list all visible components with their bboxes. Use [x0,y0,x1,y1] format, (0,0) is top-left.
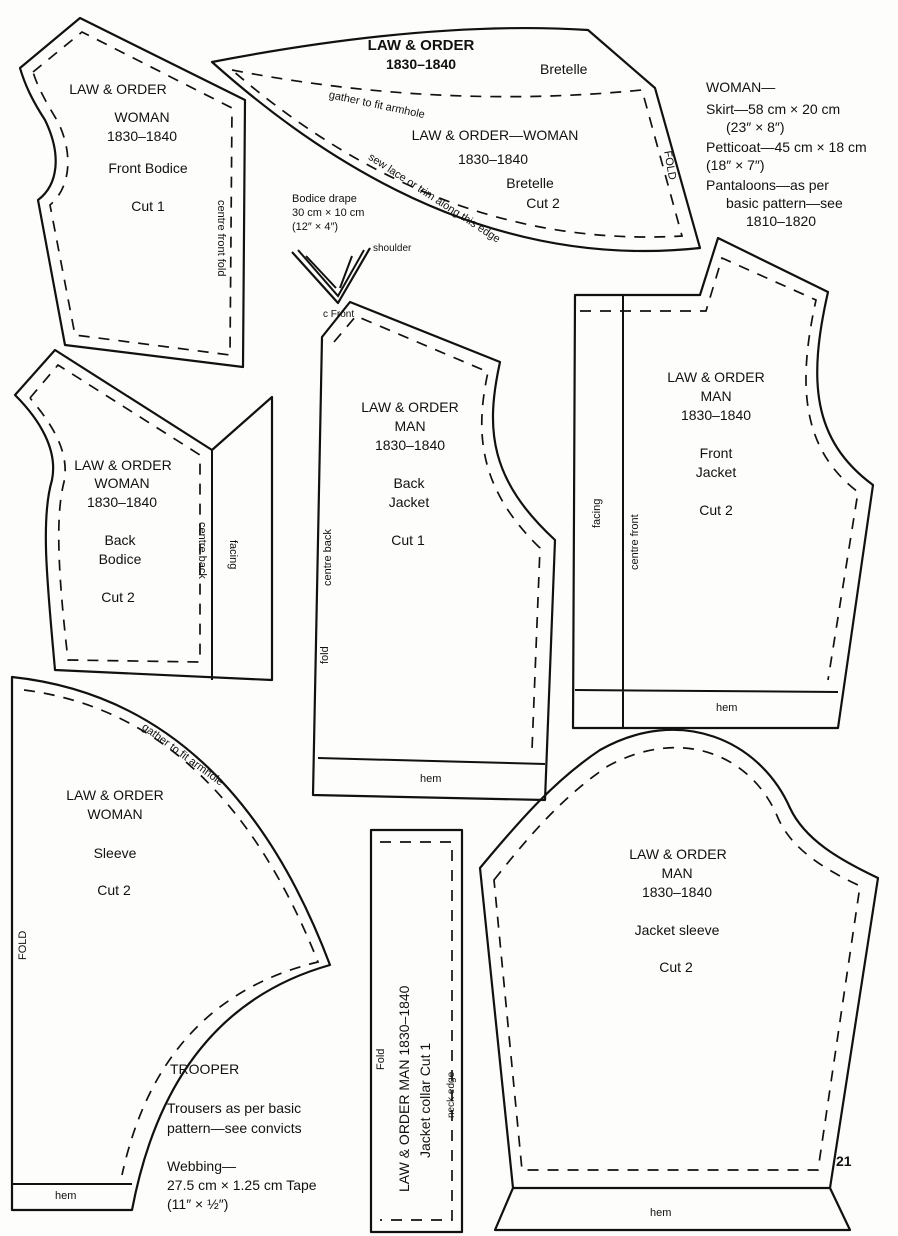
page-number: 21 [836,1153,852,1169]
skirt-size: Skirt—58 cm × 20 cm [706,101,841,117]
trooper-heading: TROOPER [170,1061,240,1077]
front-bodice-line1: LAW & ORDER [69,81,167,97]
page-title: LAW & ORDER [367,37,475,54]
bretelle-line2: 1830–1840 [457,151,529,167]
petticoat-size-in: (18″ × 7″) [706,157,765,173]
drape-shoulder: shoulder [373,243,412,254]
trooper-line4: 27.5 cm × 1.25 cm Tape [167,1177,317,1193]
jacket-sleeve-line4: Jacket sleeve [634,922,720,938]
front-jacket-facing: facing [591,498,603,528]
collar-line2: Jacket collar Cut 1 [417,1042,433,1158]
front-bodice-line3: 1830–1840 [106,128,178,144]
page-years: 1830–1840 [385,56,457,72]
bretelle-line4: Cut 2 [526,195,560,211]
sleeve-line2: WOMAN [87,806,143,822]
back-bodice-line1: LAW & ORDER [74,457,172,473]
drape-front: c Front [323,309,355,320]
jacket-sleeve-line5: Cut 2 [659,959,693,975]
bretelle-line3: Bretelle [506,175,554,191]
back-jacket-fold: fold [319,646,331,664]
jacket-sleeve-line2: MAN [661,865,693,881]
front-jacket-line1: LAW & ORDER [667,369,765,385]
back-jacket-line5: Jacket [388,494,430,510]
jacket-collar-piece [369,828,464,1234]
drape-line3: (12″ × 4″) [292,221,339,233]
drape-line2: 30 cm × 10 cm [292,207,365,219]
back-jacket-centre-back: centre back [322,529,334,586]
back-bodice-line2: WOMAN [94,475,150,491]
back-bodice-piece [13,348,274,682]
collar-line1: LAW & ORDER MAN 1830–1840 [396,985,412,1192]
pantaloons-note-2: basic pattern—see [726,195,843,211]
pantaloons-note: Pantaloons—as per [706,177,829,193]
bretelle-piece [210,26,702,253]
sleeve-line4: Cut 2 [97,882,131,898]
front-jacket-hem: hem [716,702,738,714]
front-jacket-line2: MAN [700,388,732,404]
bretelle-top-label: Bretelle [540,61,588,77]
back-bodice-line4: Back [104,532,136,548]
back-jacket-line1: LAW & ORDER [361,399,459,415]
front-bodice-line5: Cut 1 [131,198,165,214]
front-jacket-line3: 1830–1840 [680,407,752,423]
trooper-line3: Webbing— [167,1158,237,1174]
jacket-sleeve-piece [478,728,880,1232]
back-bodice-centre-back: centre back [196,522,208,579]
front-bodice-centre-fold: centre front fold [215,200,227,277]
sleeve-line1: LAW & ORDER [66,787,164,803]
front-bodice-line4: Front Bodice [108,160,188,176]
bodice-drape-piece [291,247,371,305]
back-jacket-line4: Back [393,475,425,491]
woman-heading: WOMAN— [706,79,776,95]
back-jacket-piece [311,300,557,802]
front-jacket-line5: Jacket [695,464,737,480]
bretelle-line1: LAW & ORDER—WOMAN [411,127,579,143]
front-jacket-piece [571,236,875,730]
back-bodice-line5: Bodice [98,551,142,567]
back-jacket-line6: Cut 1 [391,532,425,548]
sleeve-line3: Sleeve [93,845,137,861]
back-bodice-facing: facing [227,540,239,570]
jacket-sleeve-line1: LAW & ORDER [629,846,727,862]
front-jacket-line4: Front [699,445,733,461]
trooper-line2: pattern—see convicts [167,1120,302,1136]
jacket-sleeve-hem: hem [650,1207,672,1219]
collar-fold: Fold [375,1048,387,1070]
front-bodice-line2: WOMAN [114,109,170,125]
sleeve-hem: hem [55,1190,77,1202]
pantaloons-note-3: 1810–1820 [746,213,817,229]
back-jacket-line3: 1830–1840 [374,437,446,453]
petticoat-size: Petticoat—45 cm × 18 cm [706,139,867,155]
front-bodice-piece [18,16,247,369]
sleeve-fold: FOLD [17,930,29,960]
drape-line1: Bodice drape [292,193,357,205]
collar-neck-edge: neck edge [446,1071,457,1118]
back-jacket-hem: hem [420,773,442,785]
back-bodice-line6: Cut 2 [101,589,135,605]
back-jacket-line2: MAN [394,418,426,434]
woman-sleeve-piece [10,675,332,1212]
jacket-sleeve-line3: 1830–1840 [641,884,713,900]
trooper-line5: (11″ × ½″) [167,1196,229,1212]
back-bodice-line3: 1830–1840 [86,494,158,510]
skirt-size-in: (23″ × 8″) [726,119,785,135]
trooper-line1: Trousers as per basic [167,1100,302,1116]
front-jacket-line6: Cut 2 [699,502,733,518]
front-jacket-centre-front: centre front [629,514,641,570]
